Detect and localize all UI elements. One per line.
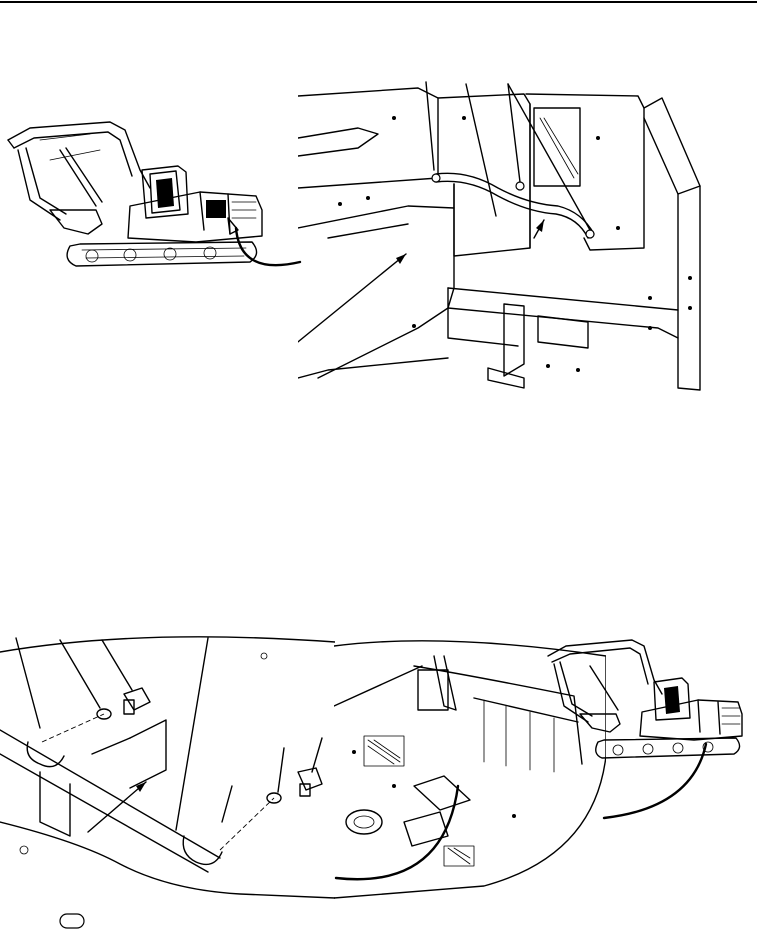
excavator-overview-top: [0, 110, 305, 290]
undercarriage-detail: [334, 636, 606, 904]
header-rule: [0, 1, 757, 3]
cab-floor-detail: [298, 78, 703, 396]
excavator-overview-bottom: [542, 632, 754, 822]
tube-clamp-detail: [0, 632, 335, 940]
